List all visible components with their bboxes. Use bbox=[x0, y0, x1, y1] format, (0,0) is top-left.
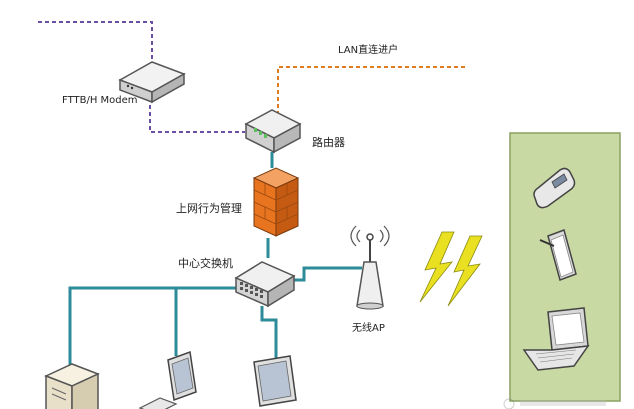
wireless-ap-label: 无线AP bbox=[352, 321, 385, 334]
modem-uplink-line bbox=[38, 21, 153, 62]
core-switch-label: 中心交换机 bbox=[178, 256, 233, 270]
lan-line bbox=[277, 66, 465, 118]
lightning-icon bbox=[419, 231, 483, 307]
lan-label: LAN直连进户 bbox=[338, 43, 398, 56]
server-icon bbox=[44, 363, 100, 409]
firewall-icon bbox=[252, 167, 300, 237]
monitor-icon bbox=[253, 355, 297, 407]
watermark-mark bbox=[503, 398, 606, 409]
router-icon bbox=[244, 109, 302, 154]
modem-label: FTTB/H Modem bbox=[62, 95, 138, 106]
behavior-mgmt-label: 上网行为管理 bbox=[176, 201, 242, 215]
laptop-icon bbox=[522, 307, 590, 371]
teal-cables bbox=[68, 152, 362, 376]
router-label: 路由器 bbox=[312, 135, 345, 149]
modem-icon bbox=[118, 61, 186, 104]
switch-icon bbox=[234, 261, 296, 308]
modem-router-line bbox=[149, 98, 245, 133]
antenna-icon bbox=[350, 225, 390, 310]
tablet-icon bbox=[539, 229, 577, 281]
phone-icon bbox=[533, 167, 576, 209]
monitor-icon bbox=[138, 350, 197, 409]
